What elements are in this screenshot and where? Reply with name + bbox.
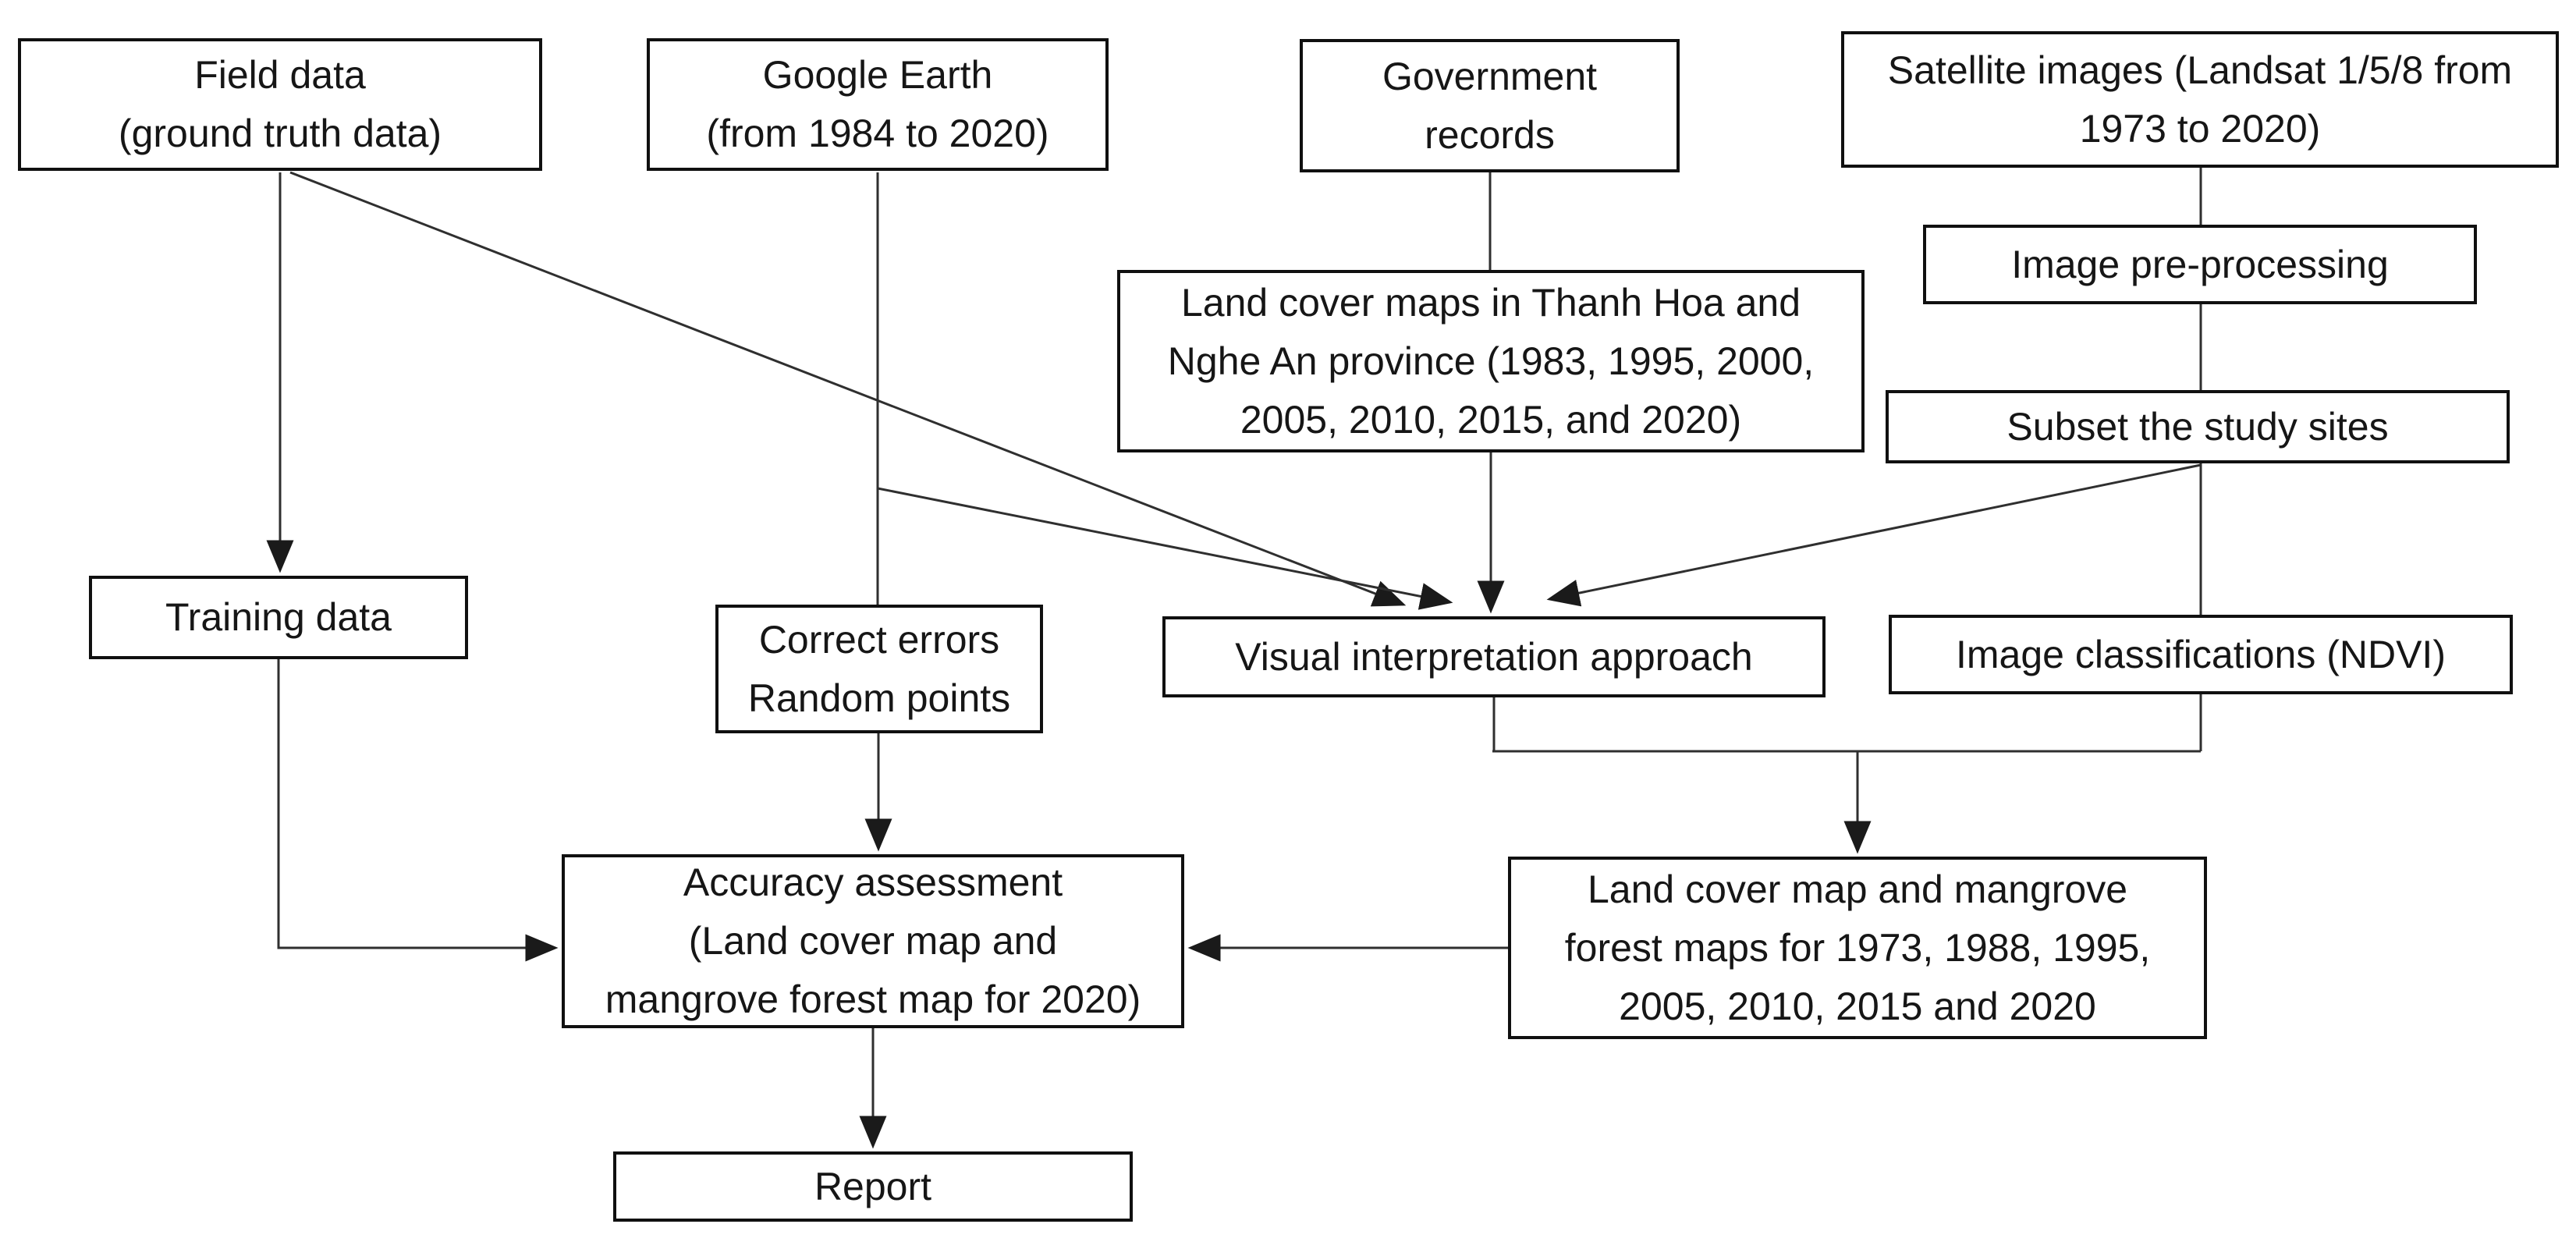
node-training-data-label: Training data (165, 595, 392, 639)
node-field-data: Field data (ground truth data) (18, 38, 542, 171)
node-google-earth: Google Earth (from 1984 to 2020) (647, 38, 1109, 171)
edge-field-to-visual (289, 171, 1407, 607)
node-accuracy-assessment-label: Accuracy assessment (Land cover map and … (605, 860, 1141, 1021)
node-google-earth-label: Google Earth (from 1984 to 2020) (706, 53, 1049, 155)
node-land-cover-maps-source: Land cover maps in Thanh Hoa and Nghe An… (1117, 270, 1865, 452)
node-satellite-images: Satellite images (Landsat 1/5/8 from 197… (1841, 31, 2559, 168)
node-land-cover-mangrove-maps: Land cover map and mangrove forest maps … (1508, 857, 2207, 1039)
node-visual-interpretation-label: Visual interpretation approach (1235, 634, 1753, 679)
node-subset-study-sites: Subset the study sites (1886, 390, 2510, 463)
edge-google-to-visual (877, 487, 1453, 610)
node-accuracy-assessment: Accuracy assessment (Land cover map and … (562, 854, 1184, 1028)
node-image-classifications-label: Image classifications (NDVI) (1956, 632, 2446, 676)
node-report: Report (613, 1151, 1133, 1222)
node-government-records-label: Government records (1382, 54, 1598, 157)
node-visual-interpretation: Visual interpretation approach (1162, 616, 1826, 697)
node-image-preprocessing-label: Image pre-processing (2011, 242, 2389, 286)
node-training-data: Training data (89, 576, 468, 659)
edge-subset-to-visual (1546, 463, 2202, 607)
node-land-cover-mangrove-maps-label: Land cover map and mangrove forest maps … (1564, 867, 2151, 1028)
node-field-data-label: Field data (ground truth data) (118, 53, 442, 155)
edge-training-to-accuracy (277, 659, 559, 962)
node-correct-errors-label: Correct errors Random points (747, 617, 1011, 720)
node-government-records: Government records (1300, 39, 1680, 172)
node-subset-study-sites-label: Subset the study sites (2007, 404, 2389, 449)
node-correct-errors: Correct errors Random points (715, 605, 1043, 733)
node-land-cover-maps-source-label: Land cover maps in Thanh Hoa and Nghe An… (1167, 280, 1815, 442)
node-satellite-images-label: Satellite images (Landsat 1/5/8 from 197… (1887, 48, 2513, 151)
node-image-classifications: Image classifications (NDVI) (1889, 615, 2513, 694)
node-image-preprocessing: Image pre-processing (1923, 225, 2477, 304)
node-report-label: Report (814, 1164, 932, 1208)
